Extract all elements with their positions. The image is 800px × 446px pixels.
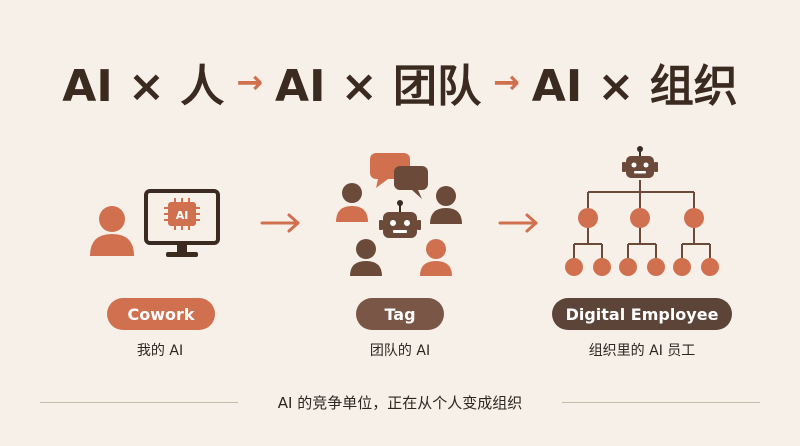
footer-tagline: AI 的竞争单位，正在从个人变成组织: [277, 393, 523, 412]
footer-divider-left: [40, 401, 238, 403]
robot-icon: [379, 200, 421, 238]
ai-chip-label: AI: [176, 209, 189, 222]
flow-arrow-1: [260, 213, 300, 233]
stage-caption-digital-employee: 组织里的 AI 员工: [588, 343, 696, 359]
stage-caption-tag: 团队的 AI: [369, 343, 431, 359]
team-member-icon: [420, 239, 452, 276]
flow-arrow-2: [498, 213, 538, 233]
title-part-org: AI × 组织: [531, 61, 738, 112]
title-part-team: AI × 团队: [275, 61, 481, 112]
chat-bubble-icon: [394, 166, 428, 199]
team-member-icon: [336, 183, 368, 222]
stage-badge-digital-employee-label: Digital Employee: [565, 304, 719, 324]
footer: AI 的竞争单位，正在从个人变成组织: [0, 390, 800, 414]
person-icon: [90, 206, 134, 256]
footer-divider-right: [562, 401, 760, 403]
stage-badge-tag: Tag: [356, 298, 444, 330]
team-member-icon: [430, 186, 462, 224]
monitor-icon: [144, 189, 220, 257]
stage-badge-cowork-label: Cowork: [127, 304, 195, 324]
stage-badge-cowork: Cowork: [107, 298, 215, 330]
headline: AI × 人 → AI × 团队 → AI × 组织: [0, 50, 800, 114]
stage-caption-cowork: 我的 AI: [136, 343, 184, 359]
title-part-person: AI × 人: [62, 61, 225, 112]
org-chart-connectors: [573, 180, 711, 258]
title-arrow-2: →: [492, 63, 520, 101]
robot-icon: [622, 146, 658, 178]
stage-badge-tag-label: Tag: [384, 304, 416, 324]
org-node-icon: [565, 208, 719, 276]
title-arrow-1: →: [236, 63, 264, 101]
team-member-icon: [350, 239, 382, 276]
stage-badge-digital-employee: Digital Employee: [552, 298, 732, 330]
ai-chip-icon: AI: [164, 198, 200, 230]
